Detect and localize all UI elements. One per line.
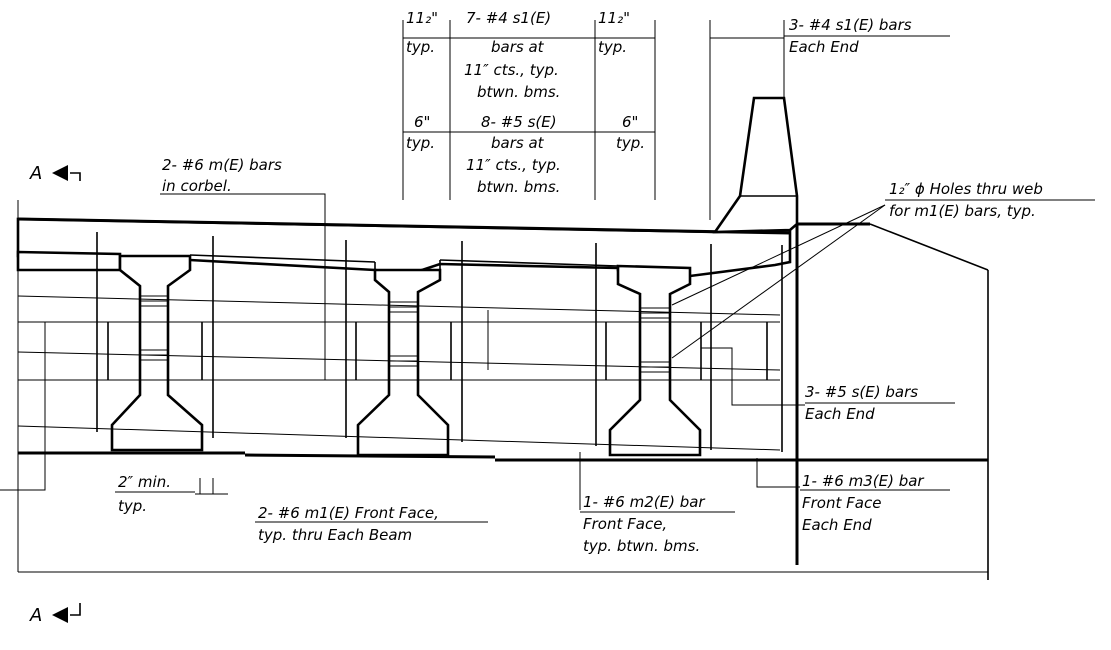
beam-1 — [110, 254, 376, 452]
svg-text:3- #4 s1(E) bars: 3- #4 s1(E) bars — [789, 16, 912, 34]
svg-text:bars at: bars at — [491, 134, 545, 152]
label-m-bars: 2- #6 m(E) bars in corbel. — [162, 156, 282, 195]
leaders — [0, 193, 886, 510]
dimension-lines — [195, 20, 785, 495]
svg-text:Front Face: Front Face — [802, 494, 881, 512]
label-m3: 1- #6 m3(E) bar Front Face Each End — [800, 472, 950, 534]
section-mark-bottom: A — [29, 603, 81, 626]
svg-text:btwn. bms.: btwn. bms. — [477, 178, 560, 196]
section-letter-bottom: A — [29, 605, 42, 626]
svg-text:typ.: typ. — [406, 134, 435, 152]
svg-text:6": 6" — [622, 113, 638, 131]
bearing-line — [17, 200, 988, 573]
label-holes: 1₂″ ϕ Holes thru web for m1(E) bars, typ… — [885, 180, 1095, 220]
svg-text:Front Face,: Front Face, — [583, 515, 667, 533]
label-s1-bars: 7- #4 s1(E) bars at 11″ cts., typ. btwn.… — [464, 9, 560, 101]
svg-text:in corbel.: in corbel. — [162, 177, 232, 195]
svg-text:typ. btwn. bms.: typ. btwn. bms. — [583, 537, 700, 555]
svg-text:Each End: Each End — [789, 38, 859, 56]
svg-text:btwn. bms.: btwn. bms. — [477, 83, 560, 101]
abutment — [795, 222, 989, 580]
svg-text:Each End: Each End — [802, 516, 872, 534]
svg-text:typ.: typ. — [616, 134, 645, 152]
beam-3 — [608, 264, 702, 457]
barrier — [712, 96, 799, 234]
svg-text:2- #6 m(E) bars: 2- #6 m(E) bars — [162, 156, 282, 174]
label-min-clearance: 2″ min. typ. — [115, 473, 195, 515]
svg-text:11₂": 11₂" — [598, 9, 630, 27]
svg-text:2- #6 m1(E) Front Face,: 2- #6 m1(E) Front Face, — [258, 504, 439, 522]
m1-bars — [17, 295, 781, 451]
svg-text:1₂″ ϕ Holes thru web: 1₂″ ϕ Holes thru web — [889, 180, 1043, 198]
section-mark-top: A — [29, 163, 81, 184]
vertical-ties — [96, 232, 783, 452]
svg-text:typ.: typ. — [598, 38, 627, 56]
svg-text:6": 6" — [414, 113, 430, 131]
svg-text:typ.: typ. — [406, 38, 435, 56]
svg-text:bars at: bars at — [491, 38, 545, 56]
svg-text:1- #6 m2(E) bar: 1- #6 m2(E) bar — [583, 493, 705, 511]
beam-flange-left — [16, 250, 122, 272]
svg-text:typ.: typ. — [118, 497, 147, 515]
svg-text:for m1(E) bars, typ.: for m1(E) bars, typ. — [889, 202, 1036, 220]
label-s-end: 3- #5 s(E) bars Each End — [805, 383, 955, 423]
svg-text:11″ cts., typ.: 11″ cts., typ. — [464, 61, 559, 79]
deck-top-line — [17, 217, 791, 235]
label-s-spacing-right: 6" typ. — [616, 113, 645, 152]
label-s-spacing-left: 6" typ. — [406, 113, 435, 152]
svg-text:1- #6 m3(E) bar: 1- #6 m3(E) bar — [802, 472, 924, 490]
label-s1-end: 3- #4 s1(E) bars Each End — [784, 16, 950, 56]
label-m2: 1- #6 m2(E) bar Front Face, typ. btwn. b… — [580, 493, 735, 555]
section-letter-top: A — [29, 163, 42, 184]
svg-text:Each End: Each End — [805, 405, 875, 423]
svg-text:7- #4 s1(E): 7- #4 s1(E) — [466, 9, 551, 27]
svg-text:11₂": 11₂" — [406, 9, 438, 27]
svg-text:8- #5 s(E): 8- #5 s(E) — [481, 113, 557, 131]
label-s-bars: 8- #5 s(E) bars at 11″ cts., typ. btwn. … — [466, 113, 561, 196]
label-s1-spacing-right: 11₂" typ. — [598, 9, 630, 56]
label-m1: 2- #6 m1(E) Front Face, typ. thru Each B… — [255, 504, 488, 544]
svg-text:2″ min.: 2″ min. — [118, 473, 171, 491]
svg-text:11″ cts., typ.: 11″ cts., typ. — [466, 156, 561, 174]
svg-text:3- #5 s(E) bars: 3- #5 s(E) bars — [805, 383, 918, 401]
label-s1-spacing: 11₂" typ. — [406, 9, 438, 56]
svg-text:typ. thru Each Beam: typ. thru Each Beam — [258, 526, 412, 544]
